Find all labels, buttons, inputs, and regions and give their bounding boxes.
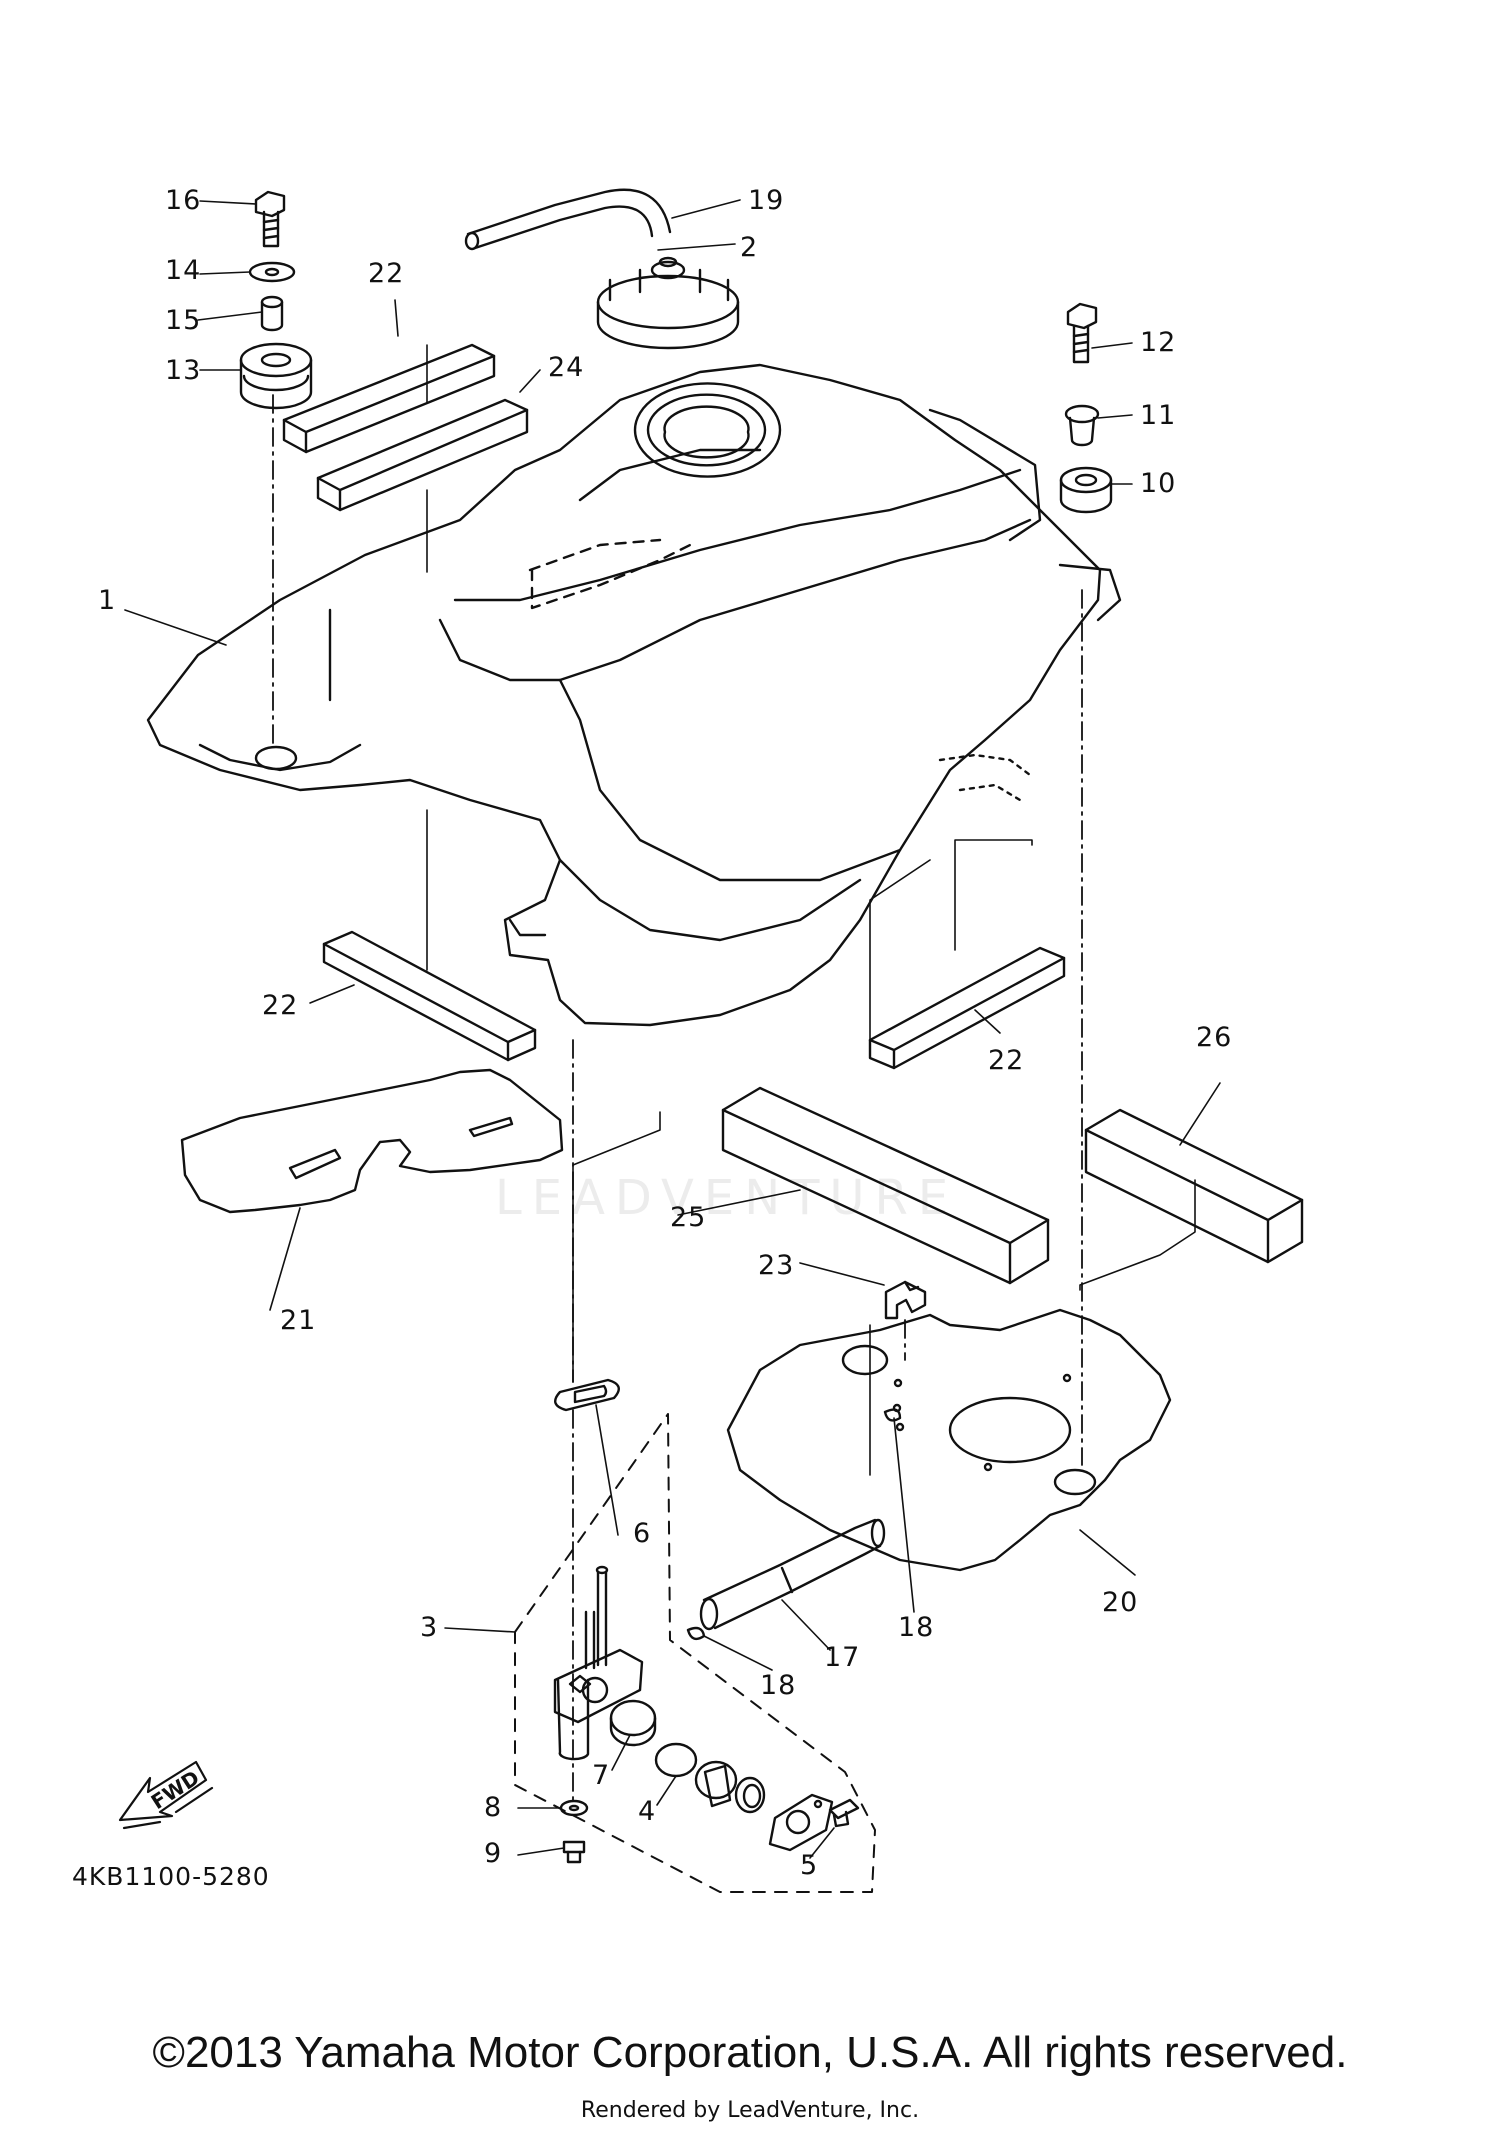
label-part-16: 16 — [165, 185, 202, 216]
label-part-13: 13 — [165, 355, 202, 386]
label-part-4: 4 — [638, 1796, 657, 1827]
grommet-10 — [1059, 466, 1113, 514]
screw-9 — [562, 1840, 586, 1864]
diagram-code: 4KB1100-5280 — [72, 1862, 270, 1891]
label-part-18-upper: 18 — [898, 1612, 935, 1643]
alignment-lines — [426, 344, 1196, 1476]
label-part-25: 25 — [670, 1202, 707, 1233]
washer-8 — [559, 1799, 589, 1817]
copyright-notice: ©2013 Yamaha Motor Corporation, U.S.A. A… — [152, 2028, 1348, 2077]
label-part-6: 6 — [633, 1518, 652, 1549]
label-part-1: 1 — [98, 585, 117, 616]
damper-26 — [1084, 1108, 1304, 1264]
clip-18-upper — [883, 1408, 902, 1422]
fuel-hose-17 — [699, 1518, 886, 1631]
label-part-22-right: 22 — [988, 1045, 1025, 1076]
cup-7 — [609, 1699, 657, 1747]
lever-cock — [694, 1760, 738, 1808]
damper-25 — [721, 1086, 1050, 1285]
gasket-6 — [554, 1378, 620, 1412]
screw-5 — [828, 1798, 860, 1828]
diaphragm-4 — [654, 1742, 698, 1778]
label-part-3: 3 — [420, 1612, 439, 1643]
label-part-15: 15 — [165, 305, 202, 336]
label-part-26: 26 — [1196, 1022, 1233, 1053]
damper-22-left — [322, 930, 537, 1062]
label-part-22-left: 22 — [262, 990, 299, 1021]
label-part-10: 10 — [1140, 468, 1177, 499]
label-part-14: 14 — [165, 255, 202, 286]
fuel-tank — [146, 363, 1122, 1027]
damper-24 — [316, 398, 529, 512]
rendered-by-credit: Rendered by LeadVenture, Inc. — [580, 2098, 920, 2123]
label-part-23: 23 — [758, 1250, 795, 1281]
o-ring — [734, 1776, 766, 1814]
label-part-7: 7 — [592, 1760, 611, 1791]
plate-20 — [726, 1308, 1172, 1572]
label-part-12: 12 — [1140, 327, 1177, 358]
breather-hose — [464, 188, 672, 251]
washer-14 — [248, 261, 296, 283]
collar-11 — [1064, 404, 1100, 447]
clip-18-lower — [686, 1626, 706, 1641]
plate-21 — [180, 1068, 564, 1214]
bolt-16 — [254, 190, 286, 248]
bolt-12 — [1066, 302, 1098, 364]
collar-15 — [260, 295, 284, 332]
fuel-cock-assembly — [514, 1413, 876, 1893]
damper-22-right — [868, 946, 1066, 1070]
label-part-17: 17 — [824, 1642, 861, 1673]
label-part-18-lower: 18 — [760, 1670, 797, 1701]
label-part-22-top: 22 — [368, 258, 405, 289]
label-part-2: 2 — [740, 232, 759, 263]
leader-lines — [124, 199, 1221, 1859]
assembly-lines — [272, 394, 1083, 1806]
label-part-5: 5 — [800, 1850, 819, 1881]
label-part-21: 21 — [280, 1305, 317, 1336]
grommet-13 — [239, 342, 313, 410]
fwd-arrow-icon: FWD — [118, 1760, 214, 1830]
label-part-11: 11 — [1140, 400, 1177, 431]
label-part-8: 8 — [484, 1792, 503, 1823]
fuel-cap — [596, 256, 740, 350]
label-part-9: 9 — [484, 1838, 503, 1869]
fwd-arrow-label: FWD — [147, 1765, 204, 1814]
clip-23 — [884, 1280, 927, 1320]
label-part-19: 19 — [748, 185, 785, 216]
damper-22-top — [282, 343, 496, 454]
lever-plate — [768, 1793, 834, 1852]
label-part-20: 20 — [1102, 1587, 1139, 1618]
label-part-24: 24 — [548, 352, 585, 383]
